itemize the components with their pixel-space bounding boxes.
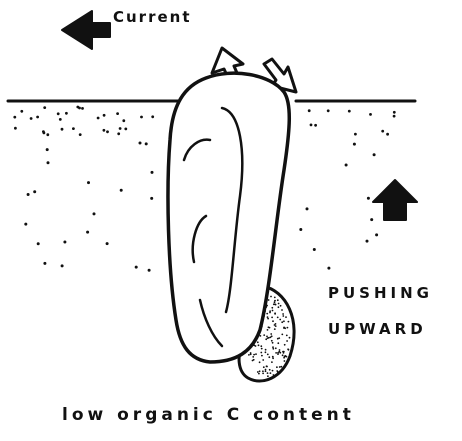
push-upward-arrow-icon <box>373 180 417 220</box>
current-label: Current <box>113 8 192 26</box>
upward-label: UPWARD <box>328 320 427 338</box>
caption-label: low organic C content <box>62 405 355 425</box>
current-arrow-icon <box>62 11 110 49</box>
pushing-label: PUSHING <box>328 284 433 302</box>
